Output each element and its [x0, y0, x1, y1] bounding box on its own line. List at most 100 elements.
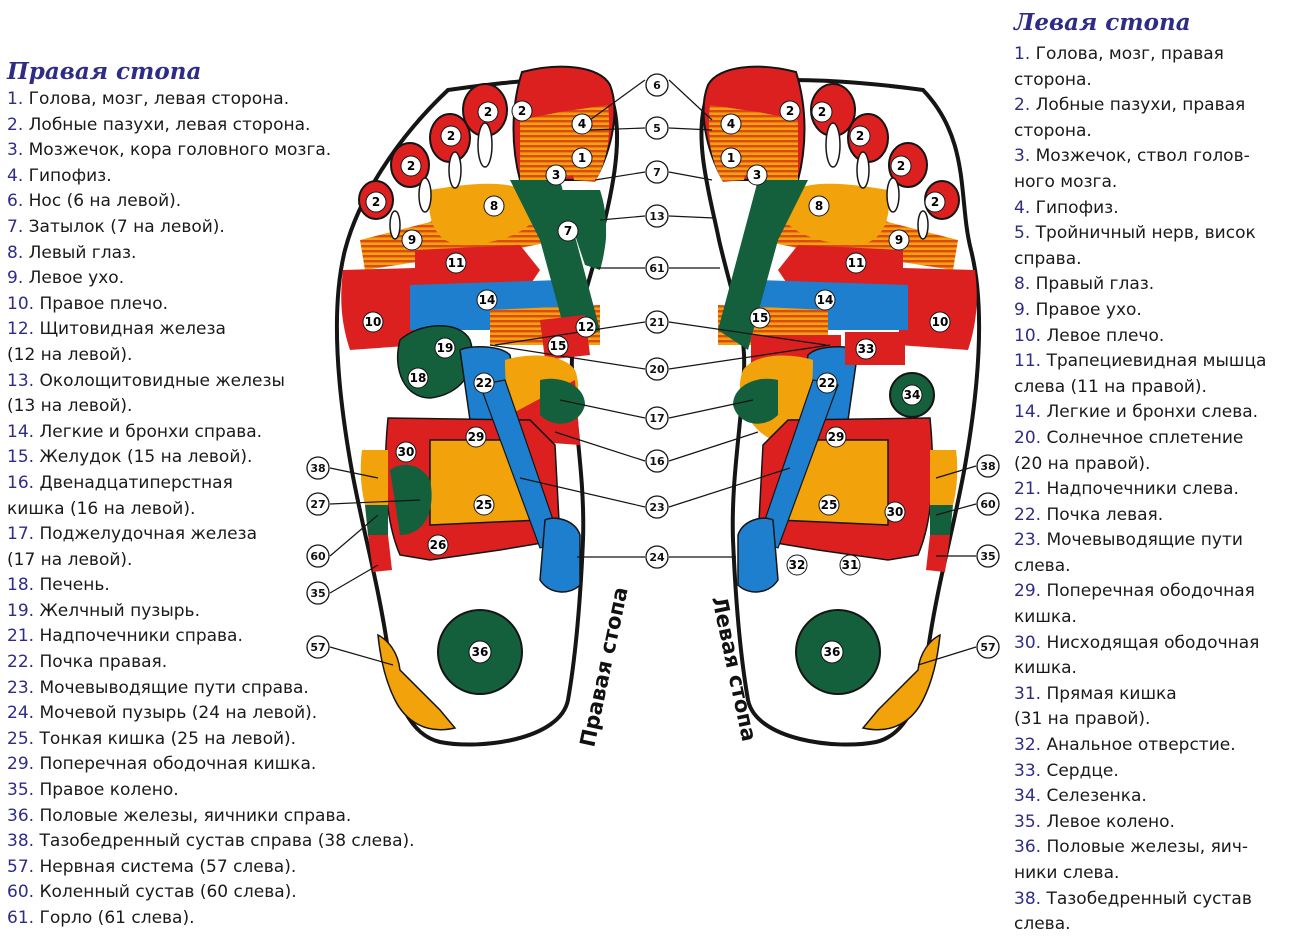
left-foot-zone-4: 4 — [720, 113, 742, 135]
left-legend-text-continued: ного мозга. — [1014, 171, 1118, 192]
svg-text:22: 22 — [819, 376, 836, 390]
right-legend-text: Нос (6 на левой). — [28, 191, 182, 212]
svg-text:57: 57 — [980, 641, 995, 654]
right-side-callout-57: 57 — [306, 635, 330, 659]
right-legend-item: 3. Мозжечок, кора головного мозга. — [7, 138, 477, 164]
left-legend-item: 20. Солнечное сплетение(20 на правой). — [1014, 426, 1304, 477]
right-legend-number: 25. — [7, 728, 35, 749]
right-foot-zone-29: 29 — [465, 426, 487, 448]
svg-text:16: 16 — [649, 455, 665, 468]
svg-text:2: 2 — [518, 104, 526, 118]
right-legend-number: 9. — [7, 268, 24, 289]
callout-leader-line — [329, 499, 421, 505]
right-foot-zone-1: 1 — [571, 147, 593, 169]
left-legend-text: Гипофиз. — [1035, 197, 1119, 218]
right-legend-text: Левый глаз. — [28, 242, 137, 263]
right-foot-zone-4: 4 — [571, 113, 593, 135]
svg-text:8: 8 — [490, 199, 498, 213]
callout-leader-line — [917, 646, 977, 666]
svg-text:14: 14 — [817, 293, 834, 307]
left-legend-text: Мочевыводящие пути — [1046, 530, 1243, 551]
left-foot-zone-22: 22 — [816, 372, 838, 394]
svg-text:11: 11 — [848, 256, 865, 270]
right-legend-item: 19. Желчный пузырь. — [7, 599, 477, 625]
callout-leader-line — [589, 79, 646, 121]
right-legend-number: 17. — [7, 524, 35, 545]
svg-text:30: 30 — [398, 445, 415, 459]
left-foot-zone-1: 1 — [720, 147, 742, 169]
left-legend-number: 21. — [1014, 479, 1042, 500]
right-foot-zone-2: 2 — [400, 155, 422, 177]
svg-text:1: 1 — [578, 151, 586, 165]
callout-leader-line — [329, 514, 379, 557]
svg-text:2: 2 — [447, 129, 455, 143]
right-legend-text: Нервная система (57 слева). — [39, 856, 297, 877]
callout-leader-line — [668, 399, 754, 419]
left-foot-zone-30: 30 — [884, 501, 906, 523]
left-legend-text: Нисходящая ободочная — [1046, 632, 1260, 653]
right-legend-text: Почка правая. — [39, 652, 168, 673]
left-legend-item: 14. Легкие и бронхи слева. — [1014, 400, 1304, 426]
svg-text:35: 35 — [980, 550, 995, 563]
svg-text:10: 10 — [932, 315, 949, 329]
left-side-callout-60: 60 — [976, 492, 1000, 516]
svg-text:7: 7 — [653, 166, 661, 179]
callout-leader-line — [668, 344, 831, 370]
svg-text:57: 57 — [310, 641, 325, 654]
right-foot-zone-22: 22 — [473, 372, 495, 394]
right-legend-item: 17. Поджелудочная железа(17 на левой). — [7, 522, 477, 573]
right-legend-number: 4. — [7, 165, 24, 186]
right-legend-item: 10. Правое плечо. — [7, 292, 477, 318]
right-legend-number: 1. — [7, 89, 24, 109]
svg-text:29: 29 — [468, 430, 485, 444]
right-foot-zone-10: 10 — [362, 311, 384, 333]
svg-text:30: 30 — [887, 505, 904, 519]
right-foot-zone-26: 26 — [427, 534, 449, 556]
center-callout-13: 13 — [645, 204, 669, 228]
left-legend-item: 10. Левое плечо. — [1014, 324, 1304, 350]
right-legend-text: Околощитовидные железы — [39, 370, 285, 391]
right-legend-text: Затылок (7 на левой). — [28, 216, 225, 237]
svg-text:12: 12 — [578, 320, 595, 334]
svg-text:3: 3 — [552, 168, 560, 182]
right-legend-number: 22. — [7, 652, 35, 673]
svg-text:26: 26 — [430, 538, 447, 552]
svg-text:22: 22 — [476, 376, 493, 390]
right-legend-item: 9. Левое ухо. — [7, 266, 477, 292]
left-legend-item: 36. Половые железы, яич-ники слева. — [1014, 835, 1304, 886]
right-legend-number: 10. — [7, 293, 35, 314]
callout-leader-line — [589, 127, 646, 131]
svg-text:2: 2 — [484, 105, 492, 119]
left-legend-item: 9. Правое ухо. — [1014, 298, 1304, 324]
svg-text:2: 2 — [786, 104, 794, 118]
svg-text:2: 2 — [407, 159, 415, 173]
left-legend-text-continued: кишка. — [1014, 658, 1077, 679]
right-legend-item: 25. Тонкая кишка (25 на левой). — [7, 727, 477, 753]
left-legend-number: 23. — [1014, 530, 1042, 551]
right-legend-text: Щитовидная железа — [39, 319, 226, 340]
svg-text:2: 2 — [931, 195, 939, 209]
right-legend-item: 18. Печень. — [7, 573, 477, 599]
right-legend-number: 60. — [7, 882, 35, 903]
left-legend-text: Левое плечо. — [1046, 325, 1165, 346]
svg-text:36: 36 — [824, 645, 841, 659]
left-legend-text-continued: кишка. — [1014, 607, 1077, 628]
right-legend-number: 14. — [7, 421, 35, 442]
right-legend-item: 22. Почка правая. — [7, 650, 477, 676]
left-legend-text: Голова, мозг, правая — [1035, 44, 1224, 64]
right-legend-item: 23. Мочевыводящие пути справа. — [7, 676, 477, 702]
right-legend-number: 6. — [7, 191, 24, 212]
left-legend-text: Селезенка. — [1046, 786, 1147, 807]
svg-text:2: 2 — [372, 195, 380, 209]
right-foot-zone-2: 2 — [365, 191, 387, 213]
right-legend-text: Горло (61 слева). — [39, 908, 195, 928]
right-legend-text: Поперечная ободочная кишка. — [39, 754, 317, 775]
svg-text:24: 24 — [649, 551, 665, 564]
right-legend-number: 2. — [7, 114, 24, 135]
left-side-callout-57: 57 — [976, 635, 1000, 659]
left-legend-item: 33. Сердце. — [1014, 759, 1304, 785]
right-legend-number: 35. — [7, 780, 35, 801]
callout-leader-line — [554, 431, 646, 462]
svg-text:13: 13 — [649, 210, 664, 223]
